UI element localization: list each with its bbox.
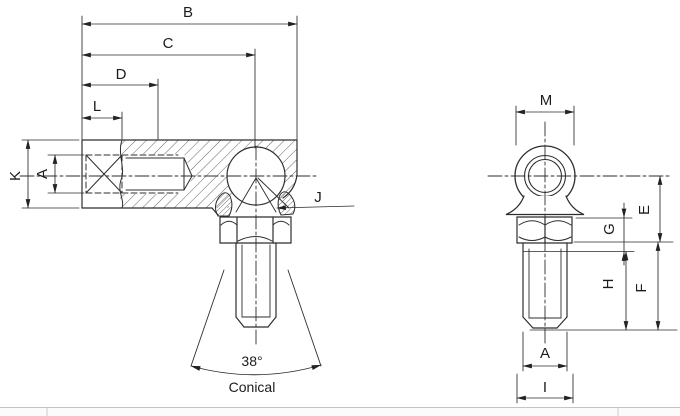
dim-label-c: C <box>163 35 174 52</box>
dimensions-left <box>21 15 355 211</box>
dim-label-e: E <box>636 205 653 215</box>
j-leader <box>276 205 355 211</box>
dim-label-g: G <box>601 223 618 235</box>
angle-caption: Conical <box>229 379 276 395</box>
dim-label-a-right: A <box>540 345 550 362</box>
dim-label-f: F <box>633 283 650 292</box>
dim-label-j: J <box>314 189 322 206</box>
dim-label-m: M <box>540 92 553 109</box>
dim-label-i: I <box>543 379 547 396</box>
threaded-stud <box>235 242 277 328</box>
hex-nut <box>219 216 292 244</box>
dim-label-h: H <box>600 279 617 290</box>
dim-label-a-left: A <box>34 169 51 179</box>
dim-label-l: L <box>93 98 101 115</box>
threaded-stud-side <box>522 242 568 329</box>
dim-label-d: D <box>116 66 127 83</box>
cone-lines <box>190 177 322 376</box>
dimensions-right <box>515 105 678 404</box>
dim-label-b: B <box>183 4 193 21</box>
hex-nut-side <box>516 216 573 244</box>
dim-label-k: K <box>7 171 24 181</box>
threaded-hole <box>85 154 193 194</box>
angle-value: 38° <box>241 353 262 369</box>
left-view: B C D L K A J 38° Conical <box>7 4 355 395</box>
centerlines-left <box>19 145 319 346</box>
table-edge <box>0 407 680 416</box>
centerlines-right <box>487 121 673 347</box>
break-line <box>119 139 124 209</box>
right-view: M E G H F A I <box>487 92 678 404</box>
